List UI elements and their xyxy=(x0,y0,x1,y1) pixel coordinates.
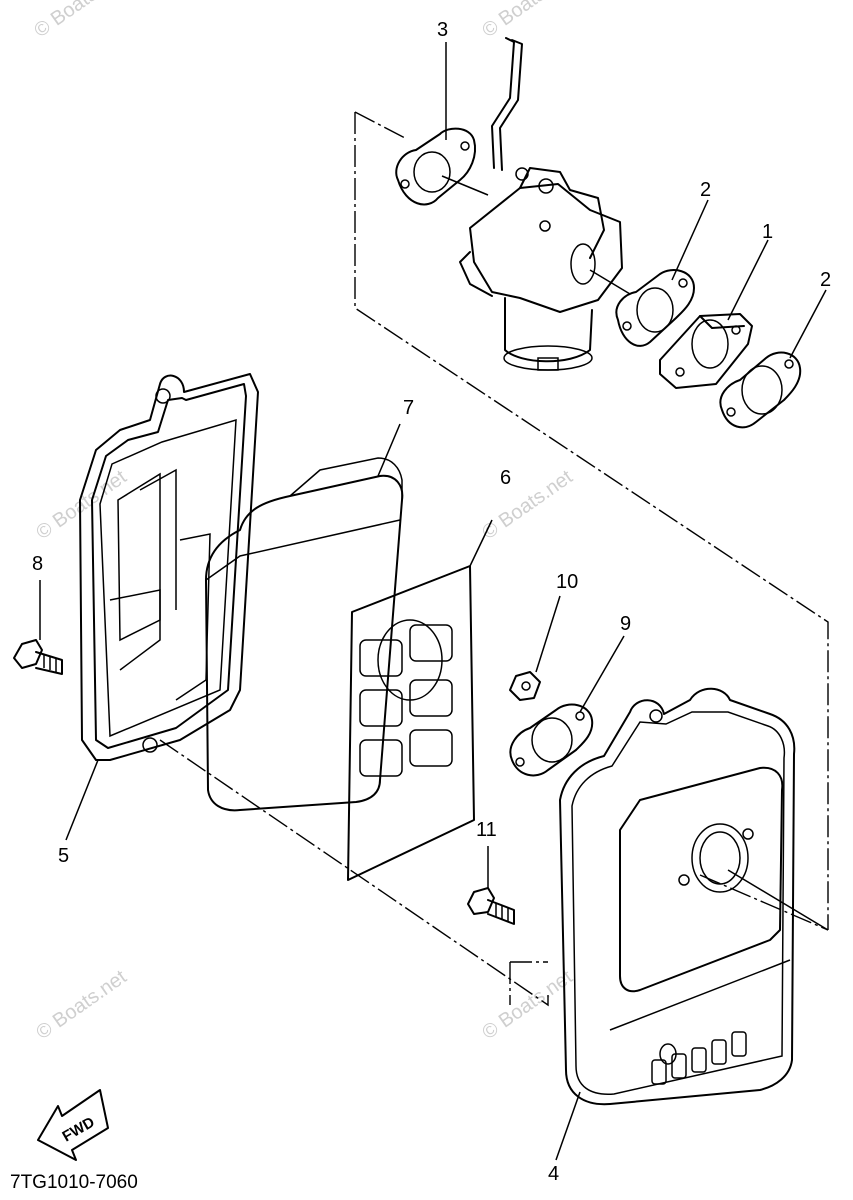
part-11-bolt xyxy=(467,846,515,925)
watermark-bottom-left: © Boats.net xyxy=(32,966,131,1044)
part-10-nut xyxy=(509,595,561,701)
callout-4: 4 xyxy=(548,1163,559,1185)
watermark-top-left: © Boats.net xyxy=(30,0,129,42)
part-8-bolt xyxy=(13,580,63,675)
callout-6: 6 xyxy=(500,467,511,489)
assembly-frame xyxy=(159,111,829,1007)
part-7-filter-element xyxy=(205,423,404,812)
fwd-label: FWD xyxy=(60,1114,98,1146)
part-3-gasket xyxy=(395,127,489,206)
fwd-arrow: FWD xyxy=(37,1089,109,1161)
part-4-air-cleaner-cover xyxy=(559,687,829,1106)
callout-7: 7 xyxy=(403,397,414,419)
callout-3: 3 xyxy=(437,19,448,41)
watermarks: © Boats.net © Boats.net © Boats.net © Bo… xyxy=(30,0,577,1044)
callout-5: 5 xyxy=(58,845,69,867)
callout-numbers: 3 2 1 2 7 6 8 10 9 5 11 4 xyxy=(32,19,831,1185)
part-6-filter-grid xyxy=(347,519,493,881)
callout-9: 9 xyxy=(620,613,631,635)
drawing-code: 7TG1010-7060 xyxy=(10,1172,138,1193)
part-1-spacer xyxy=(659,313,753,389)
watermark-bottom-right: © Boats.net xyxy=(478,966,577,1044)
callout-11: 11 xyxy=(476,819,497,841)
callout-leaders xyxy=(65,42,827,1161)
watermark-mid-left: © Boats.net xyxy=(32,466,131,544)
part-5-air-cleaner-case xyxy=(79,373,259,761)
part-2-gasket-left xyxy=(615,269,695,347)
watermark-top-right: © Boats.net xyxy=(478,0,577,42)
callout-2-right: 2 xyxy=(820,269,831,291)
callout-1: 1 xyxy=(762,221,773,243)
part-2-gasket-right xyxy=(719,351,802,429)
callout-2-left: 2 xyxy=(700,179,711,201)
callout-10: 10 xyxy=(556,571,578,593)
watermark-mid-right: © Boats.net xyxy=(478,466,577,544)
part-9-gasket xyxy=(509,635,625,777)
callout-8: 8 xyxy=(32,553,43,575)
carburetor xyxy=(459,37,631,371)
